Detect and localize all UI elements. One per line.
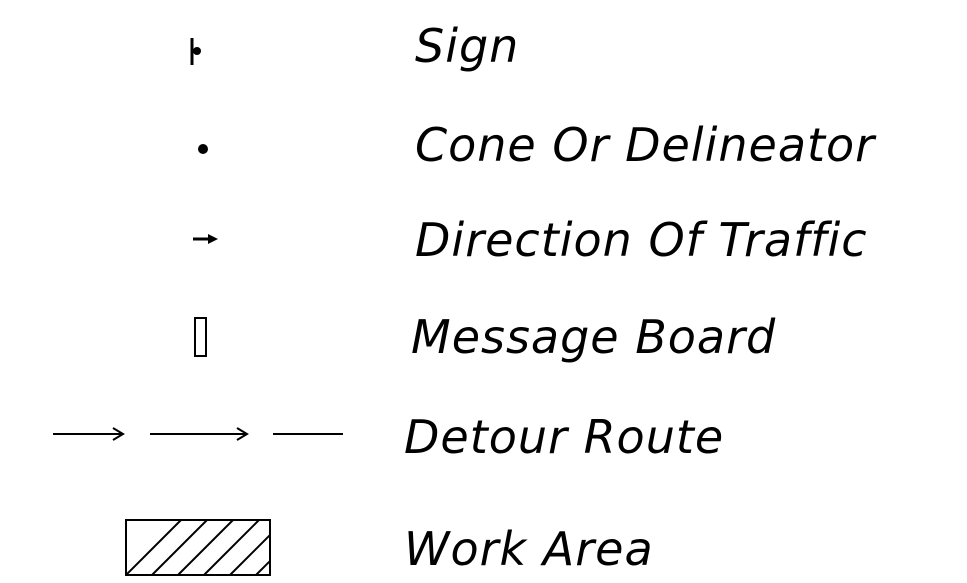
legend-label-direction-of-traffic: Direction Of Traffic (415, 213, 868, 267)
work-area-hatch-icon (125, 519, 271, 576)
legend-label-detour-route: Detour Route (404, 410, 725, 464)
detour-route-icon (53, 427, 343, 441)
message-board-icon (194, 317, 207, 357)
legend-label-work-area: Work Area (404, 522, 654, 576)
legend-label-sign: Sign (415, 19, 520, 73)
legend-label-message-board: Message Board (411, 310, 777, 364)
legend-label-cone-delineator: Cone Or Delineator (415, 118, 876, 172)
sign-icon (190, 38, 201, 65)
direction-arrow-icon (193, 234, 218, 244)
cone-delineator-icon (198, 144, 208, 154)
